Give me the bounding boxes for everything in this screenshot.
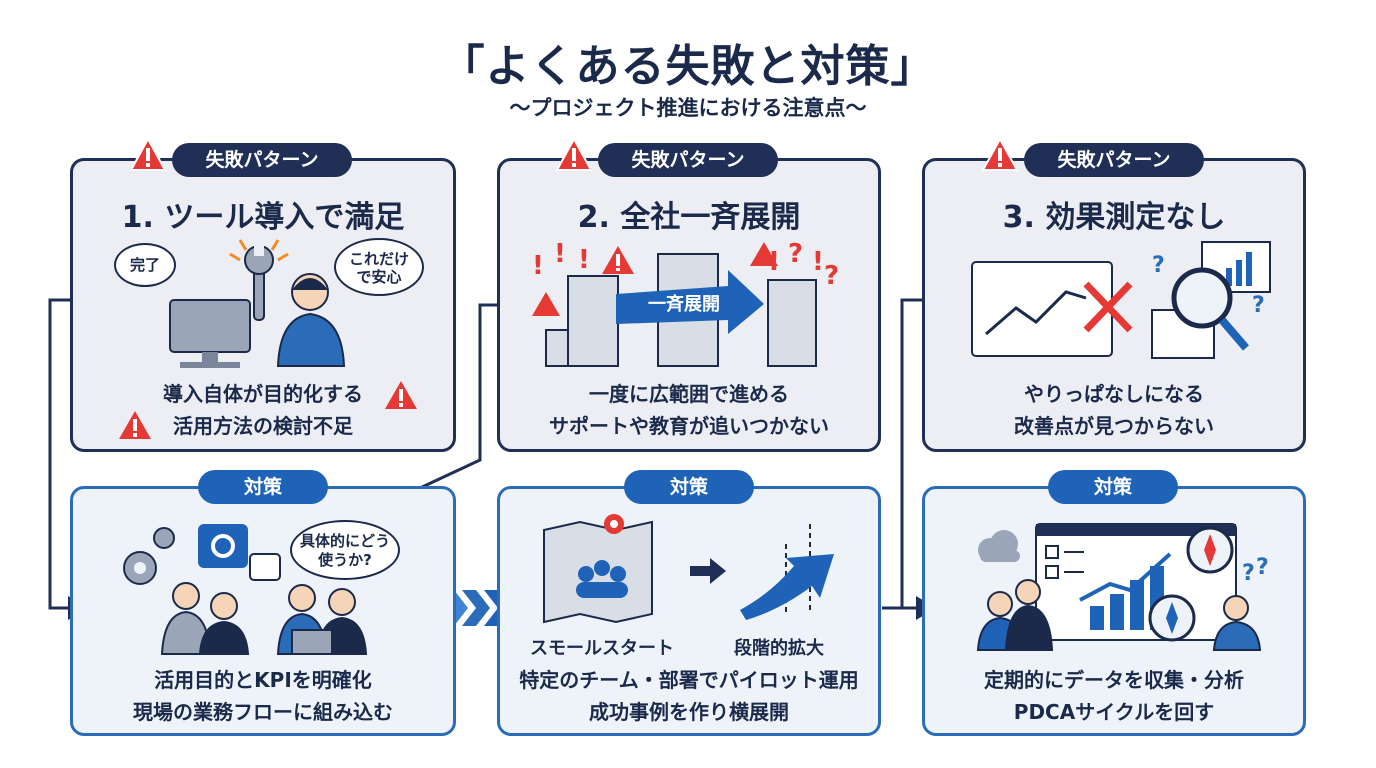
solution-text-3-line1: 定期的にデータを収集・分析 [984,668,1244,692]
svg-text:?: ? [1256,555,1269,580]
checklist-icon [1045,545,1084,579]
solution-badge-2: 対策 [624,470,754,504]
connector-line-2 [419,303,497,490]
failure-text-2-line2: サポートや教育が追いつかない [549,414,829,438]
arrow-right-icon [690,558,726,584]
page-subtitle: 〜プロジェクト推進における注意点〜 [509,96,867,120]
svg-text:?: ? [1152,253,1165,278]
wrench-icon [244,244,274,321]
solution-text-2-line1: 特定のチーム・部署でパイロット運用 [519,668,859,692]
failure-text-1-line1: 導入自体が目的化する [163,382,363,406]
warning-icon [981,136,1019,171]
warning-icon [119,411,151,439]
cloud-icon [978,530,1020,562]
team-meeting-illustration [123,524,368,655]
failure-text-2-line1: 一度に広範囲で進める [589,382,789,406]
cross-icon [1083,281,1133,333]
warning-icon [555,136,593,171]
no-measurement-illustration: ?? [971,241,1271,359]
speech-bubble-right: これだけで安心 [334,238,424,296]
solution-card-1 [70,486,456,736]
compass-icon [1148,594,1196,642]
rollout-arrow-icon [616,270,764,334]
failure-text-1-line2: 活用方法の検討不足 [173,414,353,438]
person-at-computer-illustration [169,239,346,368]
warning-icon [129,136,167,171]
failure-title-2: 2. 全社一斉展開 [577,200,801,235]
svg-text:?: ? [824,261,839,291]
failure-text-3-line2: 改善点が見つからない [1014,414,1214,438]
svg-text:!: ! [532,251,544,281]
small-start-map-illustration [543,514,834,624]
speech-bubble-left: 完了 [114,243,176,287]
gradual-expansion-label: 段階的拡大 [734,638,824,659]
solution-text-1-line1: 活用目的とKPIを明確化 [154,668,372,692]
solution-text-3-line2: PDCAサイクルを回す [1013,700,1215,724]
failure-badge-2: 失敗パターン [598,143,778,177]
failure-badge-1: 失敗パターン [172,143,352,177]
small-start-label: スモールスタート [530,638,674,659]
buildings-rollout-illustration: !!! !?!? [532,239,839,367]
svg-text:!: ! [812,247,824,277]
gear-icon [123,551,157,585]
failure-title-3: 3. 効果測定なし [1002,200,1226,235]
solution-text-2-line2: 成功事例を作り横展開 [589,700,789,724]
connector-line-1 [48,298,72,610]
rollout-arrow-label: 一斉展開 [648,294,720,315]
location-pin-icon [604,514,624,534]
data-analysis-illustration: ?? [976,523,1269,651]
compass-icon [1186,526,1234,574]
svg-text:!: ! [554,239,566,269]
failure-title-1: 1. ツール導入で満足 [121,200,405,235]
svg-text:?: ? [1242,561,1255,586]
connector-line-3 [900,298,922,610]
solution-badge-1: 対策 [198,470,328,504]
failure-badge-3: 失敗パターン [1024,143,1204,177]
speech-bubble-solution: 具体的にどう使うか? [290,520,400,580]
svg-text:!: ! [578,245,590,275]
gear-icon [153,527,175,549]
failure-text-3-line1: やりっぱなしになる [1024,382,1204,406]
magnifier-icon [1171,267,1250,351]
solution-badge-3: 対策 [1048,470,1178,504]
svg-text:?: ? [1252,293,1265,318]
page-title: 「よくある失敗と対策」 [440,41,936,92]
svg-text:?: ? [788,239,803,269]
warning-icon [385,381,417,409]
solution-text-1-line2: 現場の業務フローに組み込む [133,700,393,724]
